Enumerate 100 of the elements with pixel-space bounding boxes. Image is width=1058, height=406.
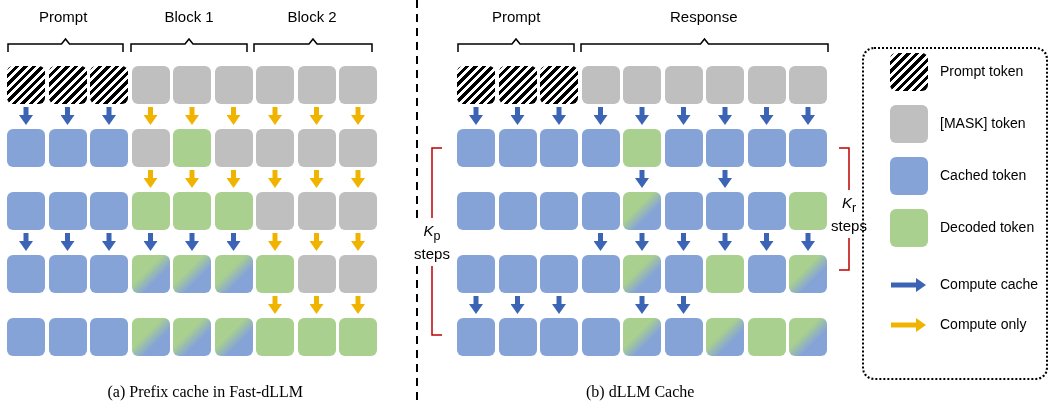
prompt-token [7, 66, 45, 104]
arrow [226, 233, 241, 251]
decoded-cached-token [623, 255, 661, 293]
cached-token [90, 318, 128, 356]
decoded-cached-token [173, 318, 211, 356]
cached-token [48, 129, 87, 167]
cached-token [540, 192, 578, 230]
arrow [143, 170, 158, 188]
mask-token [297, 66, 336, 104]
cached-token [48, 318, 87, 356]
decoded-cached-token [789, 255, 827, 293]
prompt-token [498, 66, 537, 104]
arrow [718, 233, 732, 251]
decoded-token [623, 129, 661, 167]
section-label: Response [670, 7, 738, 25]
cached-token [540, 129, 578, 167]
mask-token [581, 66, 620, 104]
arrow [185, 107, 199, 125]
legend-label: [MASK] token [940, 115, 1026, 131]
arrow [635, 170, 649, 188]
cached-token [498, 255, 537, 293]
cached-token [48, 255, 87, 293]
arrow [469, 107, 483, 125]
mask-token [297, 255, 336, 293]
decoded-cached-token [214, 255, 253, 293]
mask-token [131, 129, 170, 167]
arrow [801, 233, 815, 251]
decoded-cached-token [623, 318, 661, 356]
arrow [102, 107, 116, 125]
cached-token [90, 192, 128, 230]
arrow [19, 107, 33, 125]
prompt-token [540, 66, 578, 104]
mask-token [173, 66, 211, 104]
decoded-token [173, 129, 211, 167]
cached-token [457, 255, 495, 293]
arrow [143, 233, 158, 251]
arrow [593, 107, 608, 125]
arrow [351, 233, 365, 251]
arrow [759, 233, 774, 251]
arrow [19, 233, 33, 251]
mask-token [339, 129, 377, 167]
cached-token [90, 255, 128, 293]
legend-label: Compute cache [940, 276, 1039, 292]
arrow [351, 170, 365, 188]
legend-label: Prompt token [940, 63, 1024, 79]
arrow [676, 296, 691, 314]
cached-token [581, 255, 620, 293]
cached-token [581, 129, 620, 167]
mask-token [623, 66, 661, 104]
decoded-token [297, 318, 336, 356]
section-label: Block 1 [164, 7, 214, 25]
cached-token [7, 192, 45, 230]
mask-token [214, 66, 253, 104]
cached-token [664, 255, 703, 293]
arrow [676, 233, 691, 251]
arrow [635, 296, 649, 314]
arrow [185, 170, 199, 188]
arrow [309, 233, 324, 251]
arrow [351, 107, 365, 125]
legend-label: Cached token [940, 167, 1027, 183]
arrow [552, 107, 566, 125]
mask-token [747, 66, 786, 104]
arrow [718, 170, 732, 188]
arrow [635, 233, 649, 251]
cached-token [706, 192, 744, 230]
arrow [759, 107, 774, 125]
mask-token [339, 192, 377, 230]
mask-token [339, 255, 377, 293]
prompt-token [90, 66, 128, 104]
arrow [552, 296, 566, 314]
decoded-token [256, 318, 294, 356]
cached-token [7, 255, 45, 293]
decoded-token [131, 192, 170, 230]
mask-token [256, 66, 294, 104]
cached-token [747, 192, 786, 230]
decoded-token [339, 318, 377, 356]
decoded-cached-token [706, 318, 744, 356]
cached-token [498, 192, 537, 230]
cached-token [664, 129, 703, 167]
arrow [268, 170, 282, 188]
mask-token [664, 66, 703, 104]
arrow [226, 170, 241, 188]
caption: (a) Prefix cache in Fast-dLLM [107, 383, 303, 401]
decoded-token [789, 192, 827, 230]
arrow [226, 107, 241, 125]
caption: (b) dLLM Cache [586, 383, 695, 401]
arrow [268, 107, 282, 125]
cached-token [664, 192, 703, 230]
arrow [469, 296, 483, 314]
mask-token [256, 192, 294, 230]
decoded-token [214, 192, 253, 230]
arrow [309, 107, 324, 125]
arrow [309, 170, 324, 188]
arrow [268, 233, 282, 251]
cached-token [457, 129, 495, 167]
arrow [60, 233, 75, 251]
mask-token [706, 66, 744, 104]
mask-token [214, 129, 253, 167]
decoded-cached-token [131, 318, 170, 356]
cached-token [457, 192, 495, 230]
